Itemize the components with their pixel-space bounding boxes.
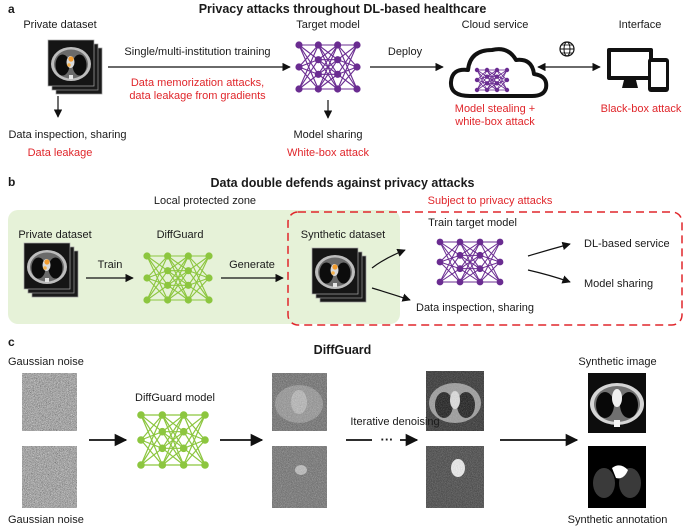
label-blackbox-attack: Black-box attack [600, 103, 682, 115]
label-synthetic-dataset: Synthetic dataset [300, 229, 386, 241]
arrow-to-train-target [371, 248, 406, 269]
label-private-dataset-b: Private dataset [18, 229, 92, 241]
synthetic-image [588, 373, 646, 433]
label-synthetic-annotation: Synthetic annotation [567, 514, 668, 526]
label-train: Train [97, 259, 123, 271]
label-model-sharing-a: Model sharing [293, 129, 363, 141]
private-dataset-stack-b [24, 243, 78, 297]
label-data-inspection-a: Data inspection, sharing [8, 129, 127, 141]
near-final-image-bottom [426, 446, 484, 508]
panel-b-title: Data double defends against privacy atta… [210, 176, 475, 190]
diffguard-network-icon [143, 252, 213, 304]
label-cloud-service: Cloud service [461, 19, 529, 31]
target-model-network-icon-b [436, 238, 504, 286]
label-training: Single/multi-institution training [124, 46, 271, 58]
label-cloud-attack-2: white-box attack [455, 116, 535, 128]
target-model-network-icon [295, 41, 361, 93]
label-model-sharing-b: Model sharing [584, 278, 654, 290]
label-local-zone: Local protected zone [153, 195, 257, 207]
label-iterative-denoising: Iterative denoising [350, 416, 440, 428]
arrow-to-dl-service [527, 241, 571, 257]
label-attack-training-1: Data memorization attacks, [130, 77, 265, 89]
label-cloud-attack-1: Model stealing + [454, 103, 536, 115]
synthetic-dataset-stack [312, 248, 366, 302]
private-dataset-stack-a [48, 40, 102, 94]
label-attack-training-2: data leakage from gradients [129, 90, 266, 102]
label-target-model: Target model [296, 19, 360, 31]
label-interface: Interface [618, 19, 662, 31]
label-synthetic-image: Synthetic image [578, 356, 657, 368]
label-ellipsis: ··· [380, 432, 394, 447]
label-subject-attacks: Subject to privacy attacks [427, 195, 553, 207]
partially-denoised-image-bottom [272, 446, 327, 508]
label-gaussian-noise-bottom: Gaussian noise [8, 514, 84, 526]
label-deploy: Deploy [387, 46, 423, 58]
arrow-to-data-inspection [371, 287, 411, 302]
arrow-to-model-sharing [527, 269, 571, 284]
label-data-leakage: Data leakage [27, 147, 93, 159]
panel-a-letter: a [8, 2, 15, 16]
panel-a-title: Privacy attacks throughout DL-based heal… [198, 2, 487, 16]
privacy-attack-zone [287, 211, 683, 326]
panel-c-title: DiffGuard [313, 343, 372, 357]
label-diffguard-model: DiffGuard model [135, 392, 215, 404]
phone-icon [648, 58, 669, 92]
label-gaussian-noise-top: Gaussian noise [8, 356, 84, 368]
partially-denoised-image-top [272, 373, 327, 431]
globe-icon [559, 41, 575, 57]
label-private-dataset-a: Private dataset [23, 19, 97, 31]
label-train-target-model: Train target model [428, 217, 517, 229]
cloud-network-icon [474, 67, 510, 93]
near-final-image-top [426, 371, 484, 431]
synthetic-annotation [588, 446, 646, 508]
panel-b-letter: b [8, 175, 16, 189]
panel-c-letter: c [8, 335, 15, 349]
gaussian-noise-image-top [22, 373, 77, 431]
label-data-inspection-b: Data inspection, sharing [416, 302, 535, 314]
label-whitebox-attack: White-box attack [287, 147, 369, 159]
label-dl-service: DL-based service [584, 238, 670, 250]
diffguard-model-network-icon [137, 411, 209, 469]
gaussian-noise-image-bottom [22, 446, 77, 508]
label-diffguard-b: DiffGuard [156, 229, 204, 241]
label-generate: Generate [229, 259, 275, 271]
monitor-icon [607, 48, 653, 88]
